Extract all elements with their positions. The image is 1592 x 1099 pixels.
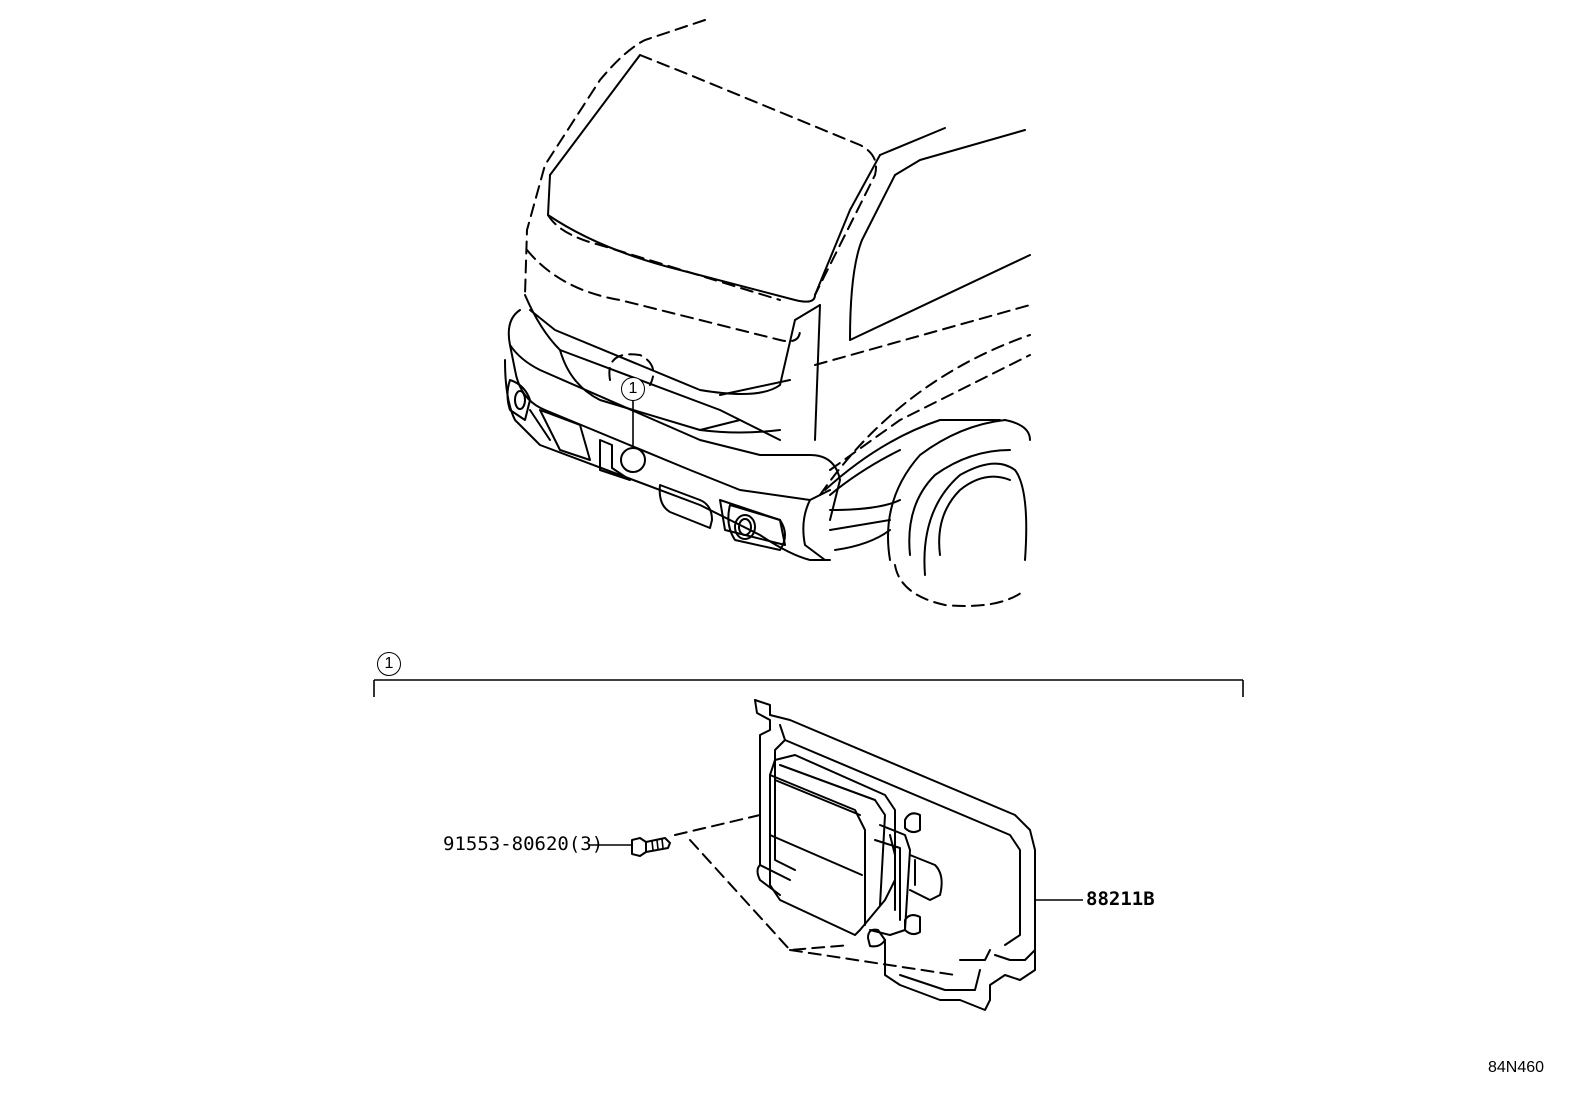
radar-module-drawing — [674, 699, 1036, 1011]
item-callout-marker: 1 — [621, 377, 645, 401]
label-leaders — [588, 844, 1083, 901]
module-part-number[interactable]: 88211B — [1086, 888, 1155, 910]
illustration-id: 84N460 — [1488, 1059, 1545, 1076]
sensor-location-leader — [620, 400, 646, 473]
group-bracket — [373, 679, 1244, 697]
bolt-part-number[interactable]: 91553-80620(3) — [443, 833, 604, 855]
bolt-icon — [631, 837, 671, 857]
vehicle-outline — [504, 19, 1031, 607]
group-callout-marker: 1 — [377, 652, 401, 676]
